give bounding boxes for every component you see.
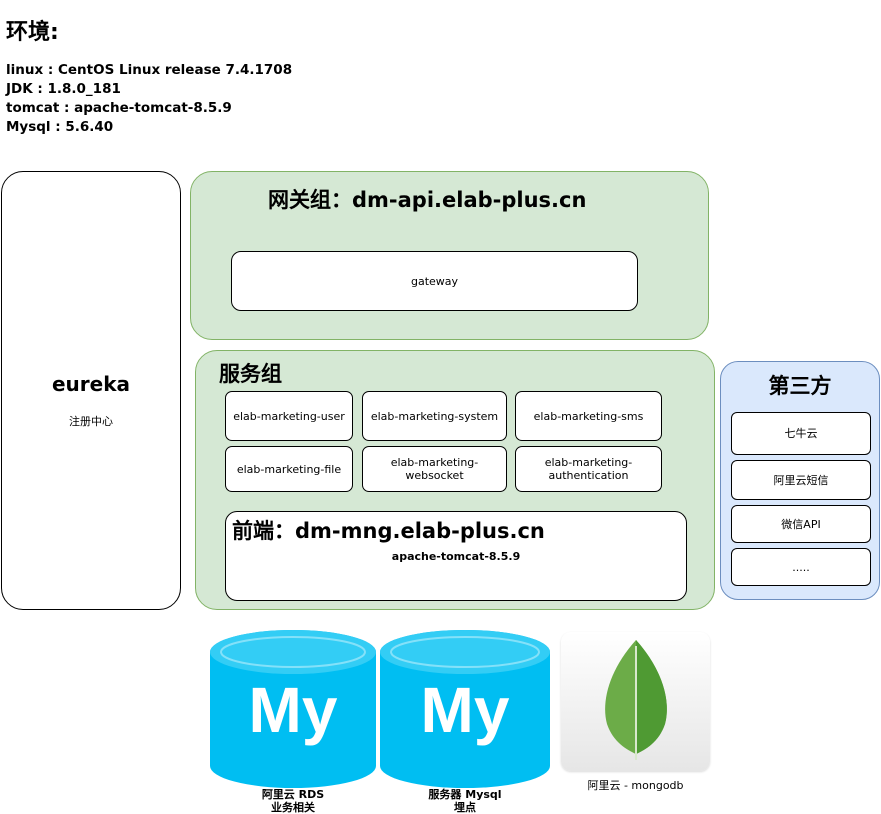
- third-party-aliyun-sms: 阿里云短信: [731, 460, 871, 500]
- env-tomcat: tomcat : apache-tomcat-8.5.9: [6, 100, 232, 116]
- gateway-group: 网关组：dm-api.elab-plus.cn gateway: [190, 171, 709, 340]
- eureka-subtitle: 注册中心: [69, 415, 113, 428]
- gateway-node: gateway: [231, 251, 638, 311]
- third-party-wechat-api: 微信API: [731, 505, 871, 543]
- frontend-box: 前端：dm-mng.elab-plus.cn apache-tomcat-8.5…: [225, 511, 687, 601]
- eureka-title: eureka: [51, 372, 131, 396]
- third-party-group: 第三方 七牛云 阿里云短信 微信API .....: [720, 361, 880, 600]
- service-user: elab-marketing-user: [225, 391, 353, 441]
- env-title: 环境:: [6, 20, 59, 45]
- mysql-server-icon: My: [380, 630, 550, 788]
- env-jdk: JDK : 1.8.0_181: [6, 81, 121, 97]
- svg-text:My: My: [249, 674, 338, 746]
- env-mysql: Mysql : 5.6.40: [6, 119, 114, 135]
- svg-text:My: My: [421, 674, 510, 746]
- third-party-more: .....: [731, 548, 871, 586]
- mongodb-caption: 阿里云 - mongodb: [587, 779, 684, 792]
- frontend-title: 前端：dm-mng.elab-plus.cn: [232, 519, 545, 543]
- service-group-title: 服务组: [219, 362, 282, 386]
- service-group: 服务组 elab-marketing-user elab-marketing-s…: [195, 350, 715, 610]
- eureka-box: eureka 注册中心: [1, 171, 181, 610]
- service-websocket: elab-marketing- websocket: [362, 446, 507, 492]
- third-party-title: 第三方: [768, 374, 832, 398]
- mysql-rds-caption: 阿里云 RDS 业务相关: [261, 788, 325, 814]
- env-linux: linux : CentOS Linux release 7.4.1708: [6, 62, 293, 78]
- frontend-subtitle: apache-tomcat-8.5.9: [391, 550, 521, 563]
- service-system: elab-marketing-system: [362, 391, 507, 441]
- mysql-rds-icon: My: [210, 630, 376, 788]
- service-file: elab-marketing-file: [225, 446, 353, 492]
- service-sms: elab-marketing-sms: [515, 391, 662, 441]
- mongodb-tile: [561, 632, 710, 771]
- third-party-qiniu: 七牛云: [731, 412, 871, 455]
- mysql-server-caption: 服务器 Mysql 埋点: [428, 788, 502, 814]
- mongodb-leaf-icon: [605, 640, 667, 760]
- gateway-group-title: 网关组：dm-api.elab-plus.cn: [268, 188, 587, 212]
- service-authentication: elab-marketing- authentication: [515, 446, 662, 492]
